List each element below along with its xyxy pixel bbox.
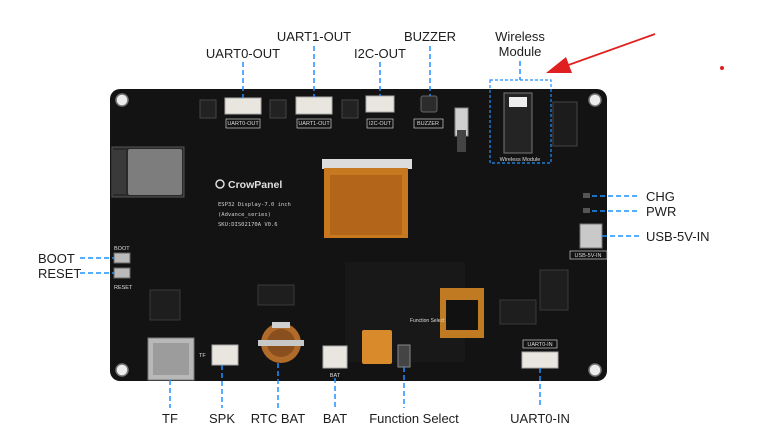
usb-5v-connector <box>579 223 603 249</box>
uart0-in-silk: UART0-IN <box>527 342 552 348</box>
fpc-connector <box>322 159 412 169</box>
red-arrow-icon <box>546 33 656 73</box>
uart0-out-silk: UART0-OUT <box>227 121 259 127</box>
buzzer-component <box>420 95 438 113</box>
callout-uart0-in: UART0-IN <box>510 411 570 426</box>
i2c-out-silk: I2C-OUT <box>369 121 392 127</box>
bat-connector <box>322 345 348 369</box>
reset-button <box>113 267 131 279</box>
callout-buzzer: BUZZER <box>404 29 456 44</box>
uart0-out-connector <box>224 97 262 115</box>
callout-reset: RESET <box>38 266 82 281</box>
boot-button <box>113 252 131 264</box>
crowpanel-logo-icon <box>215 179 225 189</box>
boot-silk: BOOT <box>114 246 130 252</box>
callout-wireless-line2: Module <box>498 44 542 59</box>
callout-function-select: Function Select <box>369 411 459 426</box>
tf-silk: TF <box>199 353 206 359</box>
model-line-3: SKU:DIS02170A V0.6 <box>218 222 278 228</box>
mount-hole-tr <box>588 93 602 107</box>
callout-bat: BAT <box>322 411 348 426</box>
spk-connector <box>211 344 239 366</box>
uart0-in-connector <box>521 351 559 369</box>
mount-hole-br <box>588 363 602 377</box>
callout-uart1-out: UART1-OUT <box>276 29 352 44</box>
uart1-out-silk: UART1-OUT <box>298 121 330 127</box>
callout-spk: SPK <box>208 411 235 426</box>
model-line-1: ESP32 Display-7.0 inch <box>218 202 291 208</box>
callout-chg: CHG <box>646 189 675 204</box>
uart1-out-connector <box>295 96 333 115</box>
usb-5v-silk: USB-5V-IN <box>575 253 602 259</box>
buzzer-silk: BUZZER <box>417 121 439 127</box>
function-select-silk: Function Select <box>410 318 445 324</box>
callout-tf: TF <box>162 411 178 426</box>
callout-uart0-out: UART0-OUT <box>205 46 281 61</box>
red-dot <box>720 66 724 70</box>
callout-rtc-bat: RTC BAT <box>250 411 306 426</box>
reset-silk: RESET <box>114 285 133 291</box>
brand-name: CrowPanel <box>228 179 282 191</box>
mount-hole-bl <box>115 363 129 377</box>
bat-silk: BAT <box>330 373 341 379</box>
orange-ic <box>362 330 392 364</box>
i2c-out-connector <box>365 95 395 113</box>
wireless-module-silk: Wireless Module <box>500 157 541 163</box>
model-line-2: (Advance_series) <box>218 212 271 218</box>
pwr-led <box>583 208 590 213</box>
callout-i2c-out: I2C-OUT <box>354 46 406 61</box>
esp32-shield <box>128 149 182 195</box>
chg-led <box>583 193 590 198</box>
callout-wireless-line1: Wireless <box>495 29 545 44</box>
callout-lines <box>80 46 640 408</box>
callout-pwr: PWR <box>646 204 677 219</box>
function-select-switch <box>397 344 411 368</box>
esp32-antenna <box>112 150 126 194</box>
mount-hole-tl <box>115 93 129 107</box>
callout-boot: BOOT <box>38 251 75 266</box>
callout-usb-5v-in: USB-5V-IN <box>646 229 710 244</box>
